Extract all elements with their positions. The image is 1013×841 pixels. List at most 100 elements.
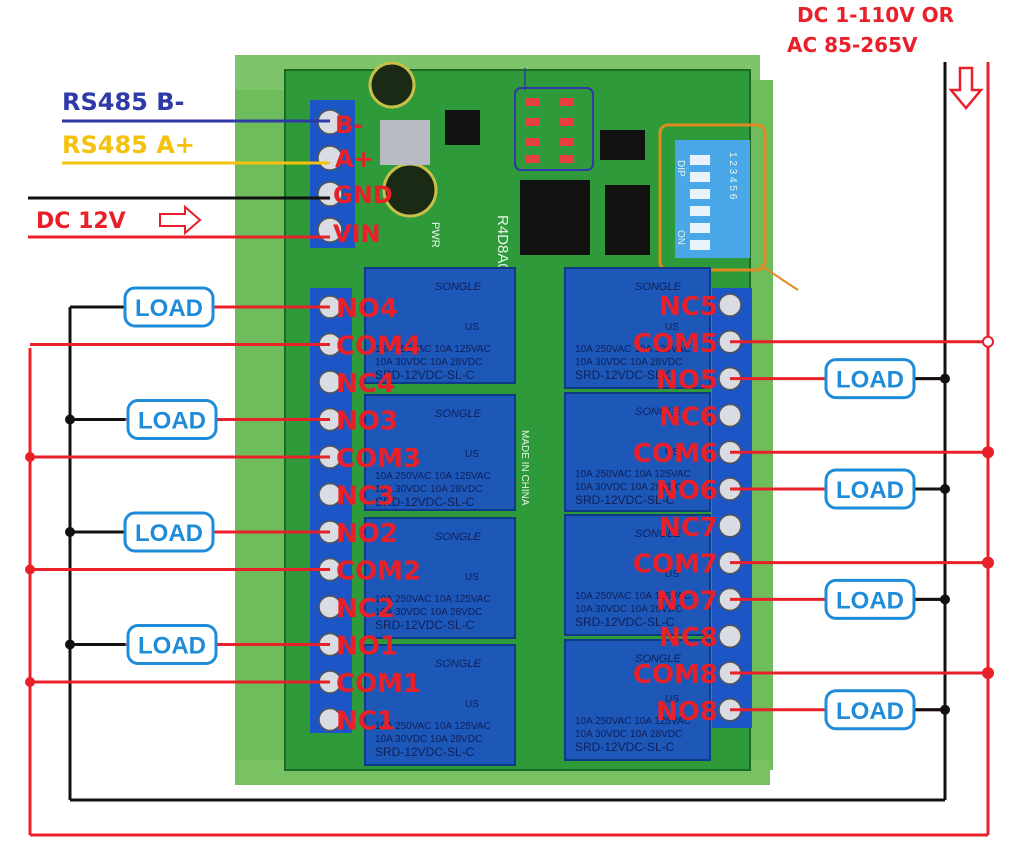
relay-us: US xyxy=(665,447,679,458)
right-junction-0 xyxy=(940,373,950,384)
right-term-no5: NO5 xyxy=(656,366,718,396)
left-com-junction-1 xyxy=(25,452,35,462)
left-term-no2: NO2 xyxy=(336,519,398,549)
left-term-nc4: NC4 xyxy=(336,369,395,399)
dip-pointer-line xyxy=(759,264,799,291)
load-label: LOAD xyxy=(135,295,203,322)
load-label: LOAD xyxy=(836,367,904,394)
relay-model: SRD-12VDC-SL-C xyxy=(575,615,675,629)
relay-spec2: 10A 30VDC 10A 28VDC xyxy=(375,357,482,368)
right-screw-3 xyxy=(718,403,742,428)
left-terminal-screws xyxy=(318,295,342,732)
left-load-4: LOAD xyxy=(123,286,215,328)
terminal-vin-label: VIN xyxy=(333,220,381,248)
left-screw-5 xyxy=(318,482,342,507)
right-term-nc7: NC7 xyxy=(659,513,718,543)
relay-spec2: 10A 30VDC 10A 28VDC xyxy=(575,729,682,740)
led-indicators xyxy=(525,98,574,163)
ic-chip-1 xyxy=(445,110,480,145)
ic-chip-3 xyxy=(605,185,650,255)
right-com-junction-3 xyxy=(982,667,994,679)
dip-label: DIP xyxy=(675,160,686,177)
rs485a-label: RS485 A+ xyxy=(62,131,195,159)
relay-brand: SONGLE xyxy=(435,531,482,543)
relay-brand: SONGLE xyxy=(435,281,482,293)
right-load-7: LOAD xyxy=(824,578,916,620)
relay-model: SRD-12VDC-SL-C xyxy=(375,368,475,382)
dip-on-label: ON xyxy=(675,230,686,245)
load-label: LOAD xyxy=(138,633,206,660)
left-load-3: LOAD xyxy=(126,399,218,440)
power-arrow-icon xyxy=(948,66,984,110)
terminal-a-label: A+ xyxy=(335,145,374,173)
relay-brand: SONGLE xyxy=(635,406,682,418)
relay-model: SRD-12VDC-SL-C xyxy=(575,740,675,754)
relay-spec1: 10A 250VAC 10A 125VAC xyxy=(375,721,491,732)
relay-us: US xyxy=(465,449,479,460)
right-term-com8: COM8 xyxy=(633,660,718,690)
relay-spec2: 10A 30VDC 10A 28VDC xyxy=(375,734,482,745)
left-com-junction-3 xyxy=(25,677,35,687)
relay-spec2: 10A 30VDC 10A 28VDC xyxy=(375,484,482,495)
left-junction-3 xyxy=(65,639,75,650)
ic-chip-4 xyxy=(600,130,645,160)
relay-model: SRD-12VDC-SL-C xyxy=(375,495,475,509)
right-term-nc8: NC8 xyxy=(659,623,718,653)
right-term-no7: NO7 xyxy=(656,586,718,616)
right-com-junction-0 xyxy=(982,335,994,348)
relay-spec1: 10A 250VAC 10A 125VAC xyxy=(575,344,691,355)
relay-brand: SONGLE xyxy=(635,281,682,293)
relay-us: US xyxy=(465,572,479,583)
right-load-8: LOAD xyxy=(824,689,916,731)
terminal-gnd-label: GND xyxy=(333,181,393,209)
board-made-in: MADE IN CHINA xyxy=(519,430,530,506)
board-model: R4D8A08 xyxy=(494,215,511,280)
left-term-nc2: NC2 xyxy=(336,594,395,624)
relay-brand: SONGLE xyxy=(435,408,482,420)
dip-switch xyxy=(675,140,750,258)
relay-us: US xyxy=(665,694,679,705)
right-com-junction-2 xyxy=(982,556,994,569)
left-term-no1: NO1 xyxy=(336,632,398,662)
right-terminal-block xyxy=(712,288,752,728)
right-term-com7: COM7 xyxy=(633,550,718,580)
left-load-1: LOAD xyxy=(126,624,218,665)
relay-spec1: 10A 250VAC 10A 125VAC xyxy=(575,591,691,602)
right-term-com6: COM6 xyxy=(633,439,718,469)
right-term-no6: NO6 xyxy=(656,476,718,506)
right-load-5: LOAD xyxy=(824,358,916,400)
left-term-no4: NO4 xyxy=(336,294,398,324)
dip-switch-levers xyxy=(690,155,710,250)
right-load-6: LOAD xyxy=(824,468,916,510)
left-screw-2 xyxy=(318,370,342,394)
load-label: LOAD xyxy=(138,408,206,435)
capacitor-top xyxy=(368,61,416,109)
led-panel xyxy=(514,87,594,171)
relay-us: US xyxy=(465,699,479,710)
relay-spec1: 10A 250VAC 10A 125VAC xyxy=(375,344,491,355)
left-screw-11 xyxy=(318,707,342,732)
left-term-nc1: NC1 xyxy=(336,707,395,737)
relay-model: SRD-12VDC-SL-C xyxy=(375,745,475,759)
left-terminal-block xyxy=(310,288,352,733)
terminal-b-label: B- xyxy=(335,111,363,139)
relay-us: US xyxy=(665,322,679,333)
dip-switch-highlight xyxy=(658,123,767,272)
din-housing-right xyxy=(748,80,773,770)
dc12v-arrow-icon xyxy=(159,204,202,236)
left-screw-8 xyxy=(318,595,342,619)
relay-spec1: 10A 250VAC 10A 125VAC xyxy=(575,716,691,727)
right-junction-2 xyxy=(940,594,950,605)
relay-model: SRD-12VDC-SL-C xyxy=(375,618,475,632)
left-junction-2 xyxy=(65,527,75,537)
